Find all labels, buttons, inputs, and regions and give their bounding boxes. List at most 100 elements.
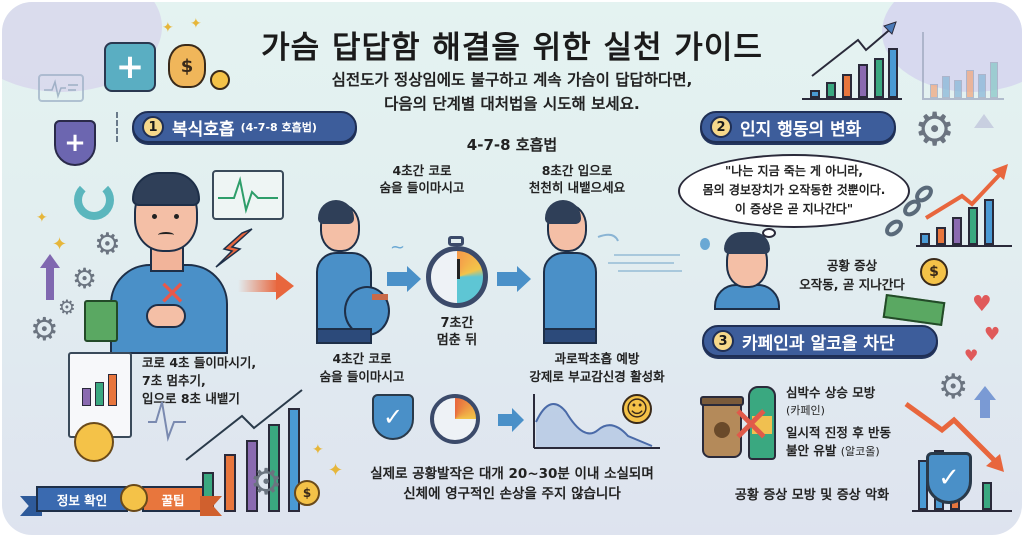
up-arrow-icon xyxy=(46,264,54,300)
plus-icon: + xyxy=(115,47,145,87)
panic-caption: 공황 증상 오작동, 곧 지나간다 xyxy=(792,256,912,294)
page-subtitle: 심전도가 정상임에도 불구하고 계속 가슴이 답답하다면, 다음의 단계별 대처… xyxy=(2,68,1022,116)
growth-bar-chart-icon xyxy=(180,402,330,512)
section1-header: 1 복식호흡 (4-7-8 호흡법) xyxy=(132,111,357,143)
exhale-top-caption: 8초간 입으로 천천히 내뱉으세요 xyxy=(517,162,637,196)
coin-stack-icon: $ xyxy=(294,480,320,506)
cross-icon: ✕ xyxy=(730,396,772,454)
gear-icon: ⚙ xyxy=(94,227,121,262)
right-arrow-head xyxy=(276,272,294,300)
award-medal-icon xyxy=(74,422,114,462)
caption-line: 강제로 부교감신경 활성화 xyxy=(529,369,665,384)
medical-chat-icon: + xyxy=(104,42,156,92)
up-arrow-icon xyxy=(974,386,996,400)
quote-line: "나는 지금 죽는 게 아니라, xyxy=(725,164,863,178)
quote-line: 이 증상은 곧 지나간다" xyxy=(734,202,854,216)
heart-icon: ♥ xyxy=(972,292,992,317)
lightning-icon xyxy=(215,228,253,268)
section2-header: 2 인지 행동의 변화 xyxy=(700,111,896,143)
stopwatch-icon xyxy=(426,246,488,308)
rising-chart-icon xyxy=(916,177,1012,247)
coin-icon: $ xyxy=(920,258,948,286)
effect-line: 일시적 진정 후 반동 xyxy=(786,425,892,440)
right-arrow-head xyxy=(407,266,421,292)
heart-icon: ♥ xyxy=(984,324,1001,345)
sparkle-icon: ✦ xyxy=(328,460,344,481)
caption-line: 숨을 들이마시고 xyxy=(319,369,405,384)
sweat-drop-icon xyxy=(700,238,710,250)
inhale-top-caption: 4초간 코로 숨을 들이마시고 xyxy=(362,162,482,196)
sparkle-icon: ✦ xyxy=(52,234,68,255)
stopwatch-icon xyxy=(430,394,480,444)
wind-icon xyxy=(597,233,682,272)
money-bag-icon: $ xyxy=(168,44,206,88)
trend-arrow-icon xyxy=(811,21,897,77)
section3-footer: 공황 증상 모방 및 증상 악화 xyxy=(734,488,890,503)
sparkle-icon: ✦ xyxy=(190,16,202,32)
plus-icon: + xyxy=(64,128,86,158)
ecg-monitor-icon xyxy=(212,170,284,220)
reassurance-line: 신체에 영구적인 손상을 주지 않습니다 xyxy=(403,486,621,502)
caption-line: 멈춘 뒤 xyxy=(436,333,478,348)
ecg-card-icon xyxy=(38,74,84,102)
quote-line: 몸의 경보장치가 오작동한 것뿐이다. xyxy=(702,183,886,197)
cash-icon xyxy=(84,300,118,342)
page-title: 가슴 답답함 해결을 위한 실천 가이드 xyxy=(261,30,763,66)
sparkle-icon: ✦ xyxy=(312,442,324,458)
bottle-icon xyxy=(748,386,776,460)
distressed-man-illustration: ✕ xyxy=(102,172,232,354)
gear-icon: ⚙ xyxy=(250,462,283,503)
section-label: 인지 행동의 변화 xyxy=(740,119,862,140)
rising-arrow-icon xyxy=(924,164,1008,220)
effect-caption: 과로팍초흡 예방 강제로 부교감신경 활성화 xyxy=(512,350,682,386)
sparkle-icon: ✦ xyxy=(162,20,174,36)
step-number: 1 xyxy=(142,116,164,138)
shield-plus-icon: + xyxy=(54,120,96,166)
info-check-label: 정보 확인 xyxy=(36,486,128,512)
reassurance-text: 실제로 공황발작은 대개 20~30분 이내 소실되며 신체에 영구적인 손상을… xyxy=(342,464,682,504)
step-number: 3 xyxy=(712,330,734,352)
trend-line-icon xyxy=(148,389,303,461)
caption-line: 8초간 입으로 xyxy=(541,163,613,178)
caption-line: 숨을 들이마시고 xyxy=(379,180,465,195)
thought-bubble xyxy=(678,154,910,228)
tip-label: 꿀팁 xyxy=(142,486,204,512)
cash-icon xyxy=(882,293,946,327)
reassurance-line: 실제로 공황발작은 대개 20~30분 이내 소실되며 xyxy=(370,466,654,482)
declining-arrow-icon xyxy=(904,401,1004,472)
effect-line: (알코올) xyxy=(840,445,880,458)
right-arrow-icon xyxy=(497,272,519,286)
coffee-cup-icon xyxy=(700,396,744,458)
section-label: 복식호흡 xyxy=(172,119,235,140)
declining-curve-chart xyxy=(533,394,660,449)
hold-caption: 7초간 멈춘 뒤 xyxy=(427,315,487,349)
stopwatch-crown xyxy=(448,236,464,246)
inhale-bottom-caption: 4초간 코로 숨을 들이마시고 xyxy=(302,350,422,386)
head-silhouette-icon xyxy=(74,180,114,220)
check-icon: ✓ xyxy=(938,463,960,493)
info-tip-ribbon: 정보 확인 꿀팁 xyxy=(20,484,222,516)
right-arrow-icon xyxy=(498,414,514,426)
right-arrow-icon xyxy=(238,280,278,292)
smile-icon: ☺ xyxy=(622,394,652,424)
caption-line: 오작동, 곧 지나간다 xyxy=(799,277,905,292)
gear-icon: ⚙ xyxy=(914,102,956,156)
faded-chart-icon xyxy=(922,32,1004,100)
summary-line: 코로 4초 들이마시기, xyxy=(142,355,257,370)
growth-chart-icon xyxy=(802,22,902,100)
caption-line: 7초간 xyxy=(440,316,474,331)
step-number: 2 xyxy=(710,116,732,138)
caption-line: 4초간 코로 xyxy=(392,163,452,178)
sparkle-icon: ✦ xyxy=(36,210,48,226)
gear-icon: ⚙ xyxy=(30,310,59,348)
right-arrow-icon xyxy=(387,272,409,286)
check-icon: ✓ xyxy=(382,403,404,431)
summary-line: 7초 멈추기, xyxy=(142,373,206,388)
right-arrow-head xyxy=(512,408,524,432)
gear-icon: ⚙ xyxy=(938,367,969,407)
effect-line: (카페인) xyxy=(786,404,825,417)
inhaling-man-illustration xyxy=(308,200,390,344)
air-inflow-icon: ~ xyxy=(390,237,406,258)
anxious-man-illustration xyxy=(712,232,782,310)
caption-line: 공황 증상 xyxy=(826,258,878,273)
